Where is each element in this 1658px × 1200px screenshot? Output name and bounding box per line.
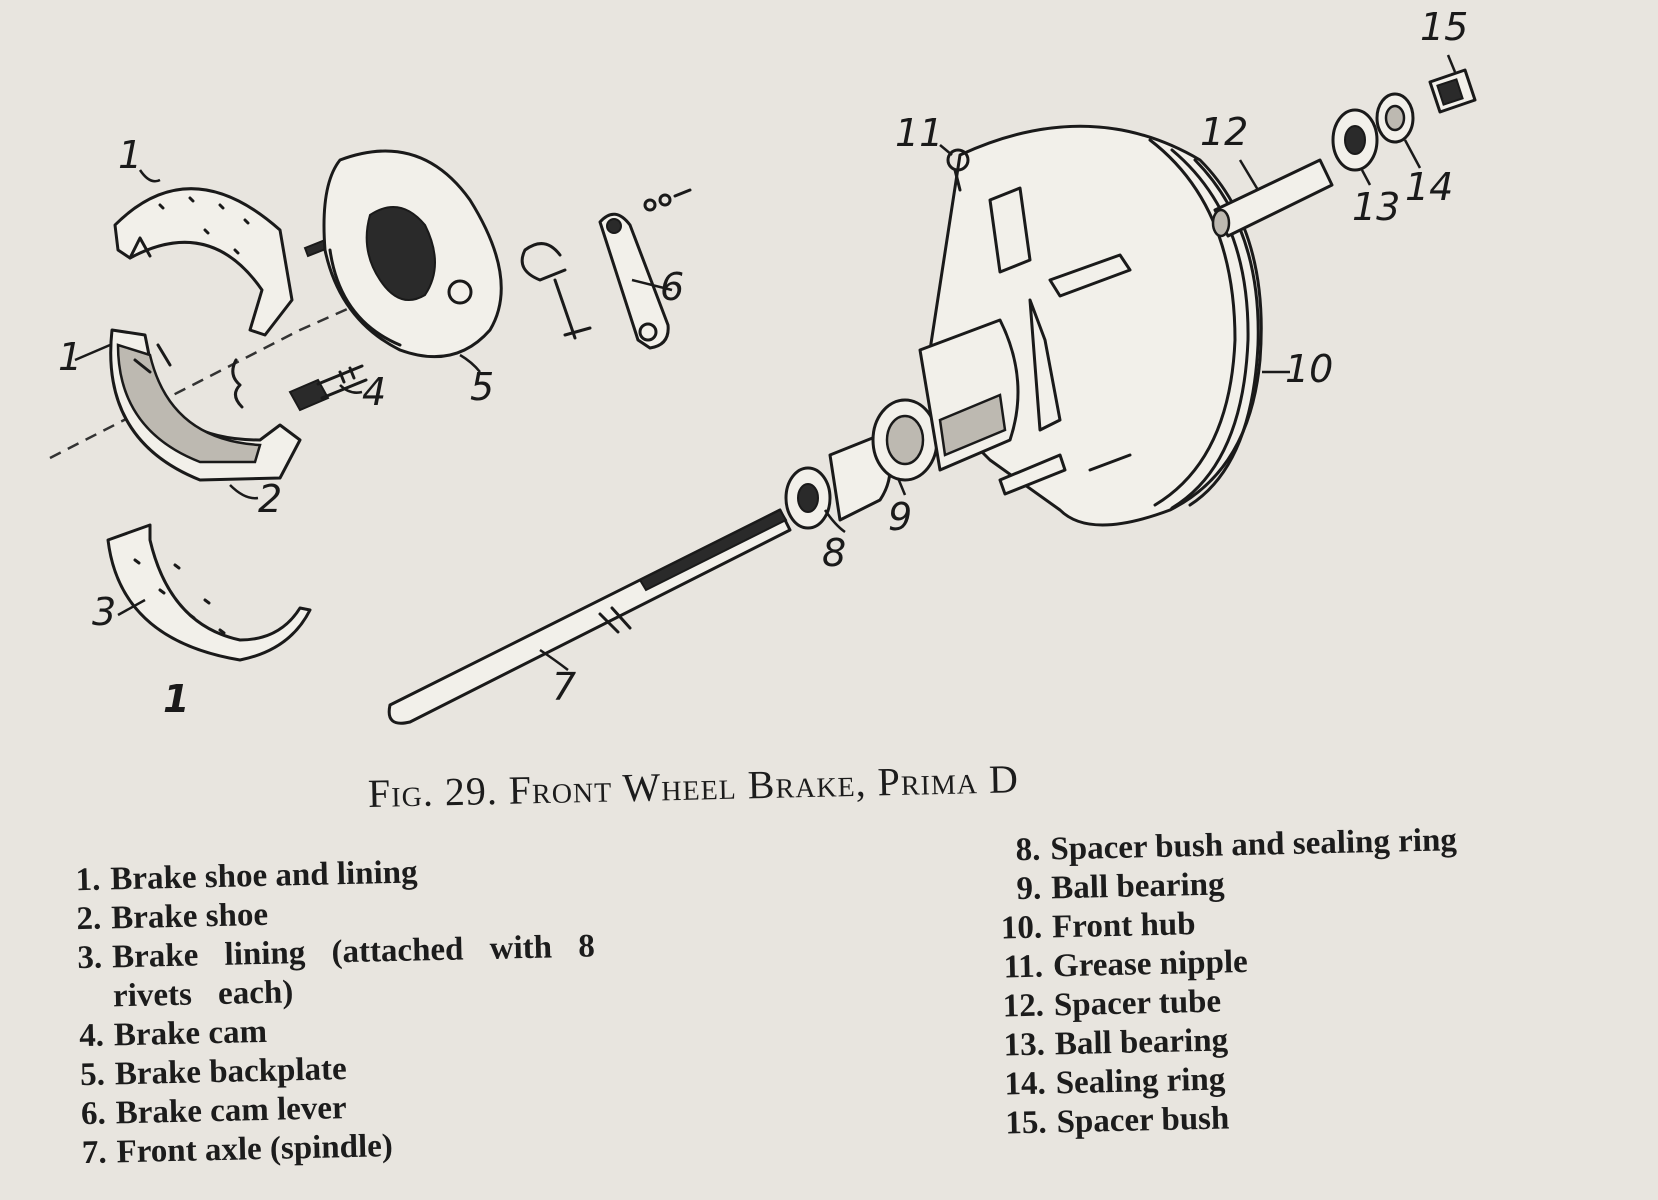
part-brake-lining [106,523,312,662]
legend-text: Spacer bush [1056,1100,1230,1141]
callout-7: 7 [552,665,576,709]
part-spacer-bush [1428,68,1477,114]
exploded-diagram: 1 1 2 3 1 4 5 6 7 8 9 10 11 12 13 14 15 [49,5,1477,725]
legend-number: 12. [1002,987,1045,1025]
legend-number: 13. [1003,1026,1046,1064]
legend-text: Ball bearing [1050,866,1225,907]
part-brake-backplate [322,149,503,359]
legend-text: Brake cam lever [115,1090,347,1132]
legend-text: Front hub [1051,906,1196,946]
leader-8 [823,509,846,534]
callout-1-left: 1 [58,335,82,379]
callout-8: 8 [822,531,846,575]
parts-legend-right: 8.Spacer bush and sealing ring 9.Ball be… [980,817,1627,1143]
leader-7 [539,648,569,671]
part-cam-bolt [553,278,592,340]
leader-6 [631,278,673,292]
part-brake-shoe-and-lining [113,187,294,337]
parts-legend-left: 1.Brake shoe and lining 2.Brake shoe 3.B… [40,845,787,1174]
legend-text: Brake backplate [114,1051,348,1093]
legend-text: Brake cam [113,1013,268,1054]
legend-number: 8. [1015,831,1041,869]
legend-text: Brake shoe and lining [110,854,418,898]
legend-text: Front axle (spindle) [116,1128,394,1171]
part-brake-cam [288,364,368,412]
part-front-hub [918,124,1263,527]
legend-text: Spacer tube [1053,983,1222,1024]
legend-text: Brake shoe [110,896,269,937]
legend-number: 3. [77,939,103,977]
leader-14 [1403,139,1422,169]
leader-9 [896,477,907,496]
leader-2 [229,484,259,500]
legend-number: 7. [81,1134,108,1172]
part-ball-bearing-outer [1331,108,1379,172]
leader-3 [117,598,146,617]
leader-5 [459,353,481,373]
leader-4 [339,384,363,394]
legend-text: Brake lining (attached with 8 rivets eac… [111,928,596,1015]
legend-number: 10. [1000,909,1043,947]
leader-12 [1238,159,1260,191]
legend-number: 11. [1003,948,1044,986]
callout-13: 13 [1352,185,1400,229]
legend-text: Sealing ring [1055,1061,1226,1102]
callout-4: 4 [362,370,386,414]
callout-1-top: 1 [118,133,142,177]
callout-1-bottom: 1 [163,677,189,721]
legend-number: 15. [1004,1104,1048,1142]
callout-9: 9 [888,495,912,539]
legend-text: Grease nipple [1052,943,1249,985]
part-ball-bearing-inner [871,398,939,482]
leader-11 [939,144,953,156]
callout-6: 6 [660,265,684,309]
callout-3: 3 [92,590,116,634]
legend-number: 4. [78,1017,105,1055]
legend-text: Ball bearing [1054,1022,1229,1063]
legend-number: 5. [79,1056,106,1094]
assembly-axis-line [49,248,481,460]
callout-2: 2 [258,477,282,521]
callout-15: 15 [1420,5,1468,49]
legend-number: 6. [80,1095,107,1133]
callout-12: 12 [1200,110,1248,154]
callout-14: 14 [1405,165,1453,209]
callout-11: 11 [895,111,943,155]
part-brake-shoe [109,328,302,482]
callout-5: 5 [470,365,494,409]
leader-1-top [138,169,161,183]
part-sealing-ring [1375,92,1415,144]
legend-number: 1. [75,861,101,899]
leader-15 [1446,54,1457,73]
leader-13 [1360,169,1372,186]
leader-1-left [74,343,111,362]
part-front-axle [387,508,792,725]
part-return-spring [520,242,567,282]
callout-10: 10 [1285,347,1333,391]
legend-number: 14. [1004,1065,1047,1103]
part-spacer-tube [1211,158,1334,238]
part-grease-nipple [946,148,970,192]
legend-number: 9. [1016,870,1042,908]
legend-number: 2. [76,900,102,938]
